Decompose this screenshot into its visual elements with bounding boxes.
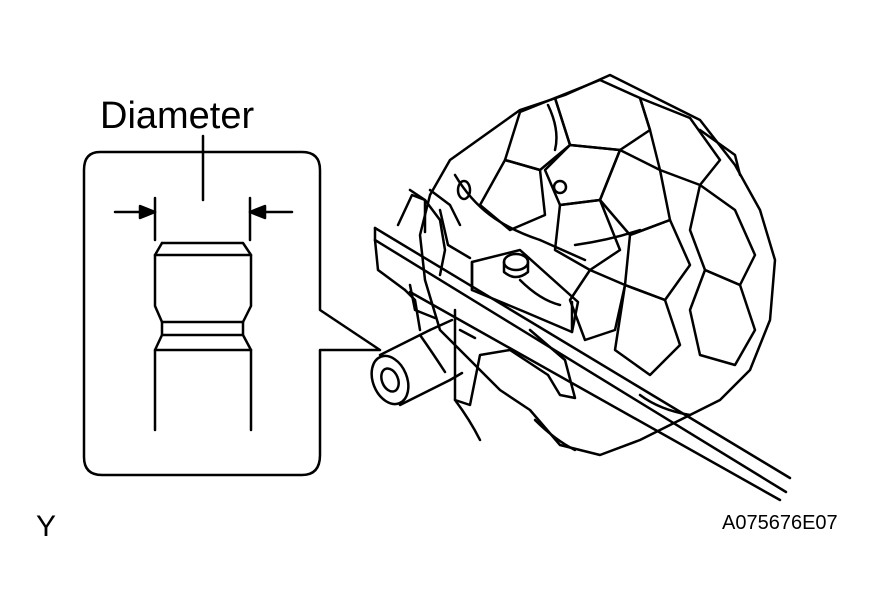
brush-holder-bracket — [403, 179, 472, 332]
armature-assembly — [418, 73, 777, 457]
figure-code: A075676E07 — [722, 512, 838, 534]
diameter-label: Diameter — [100, 95, 255, 137]
view-letter: Y — [36, 510, 57, 543]
detail-callout — [82, 150, 382, 477]
vernier-caliper — [373, 193, 792, 502]
commutator-shaft — [370, 318, 464, 407]
shaft-detail-profile — [113, 134, 294, 432]
